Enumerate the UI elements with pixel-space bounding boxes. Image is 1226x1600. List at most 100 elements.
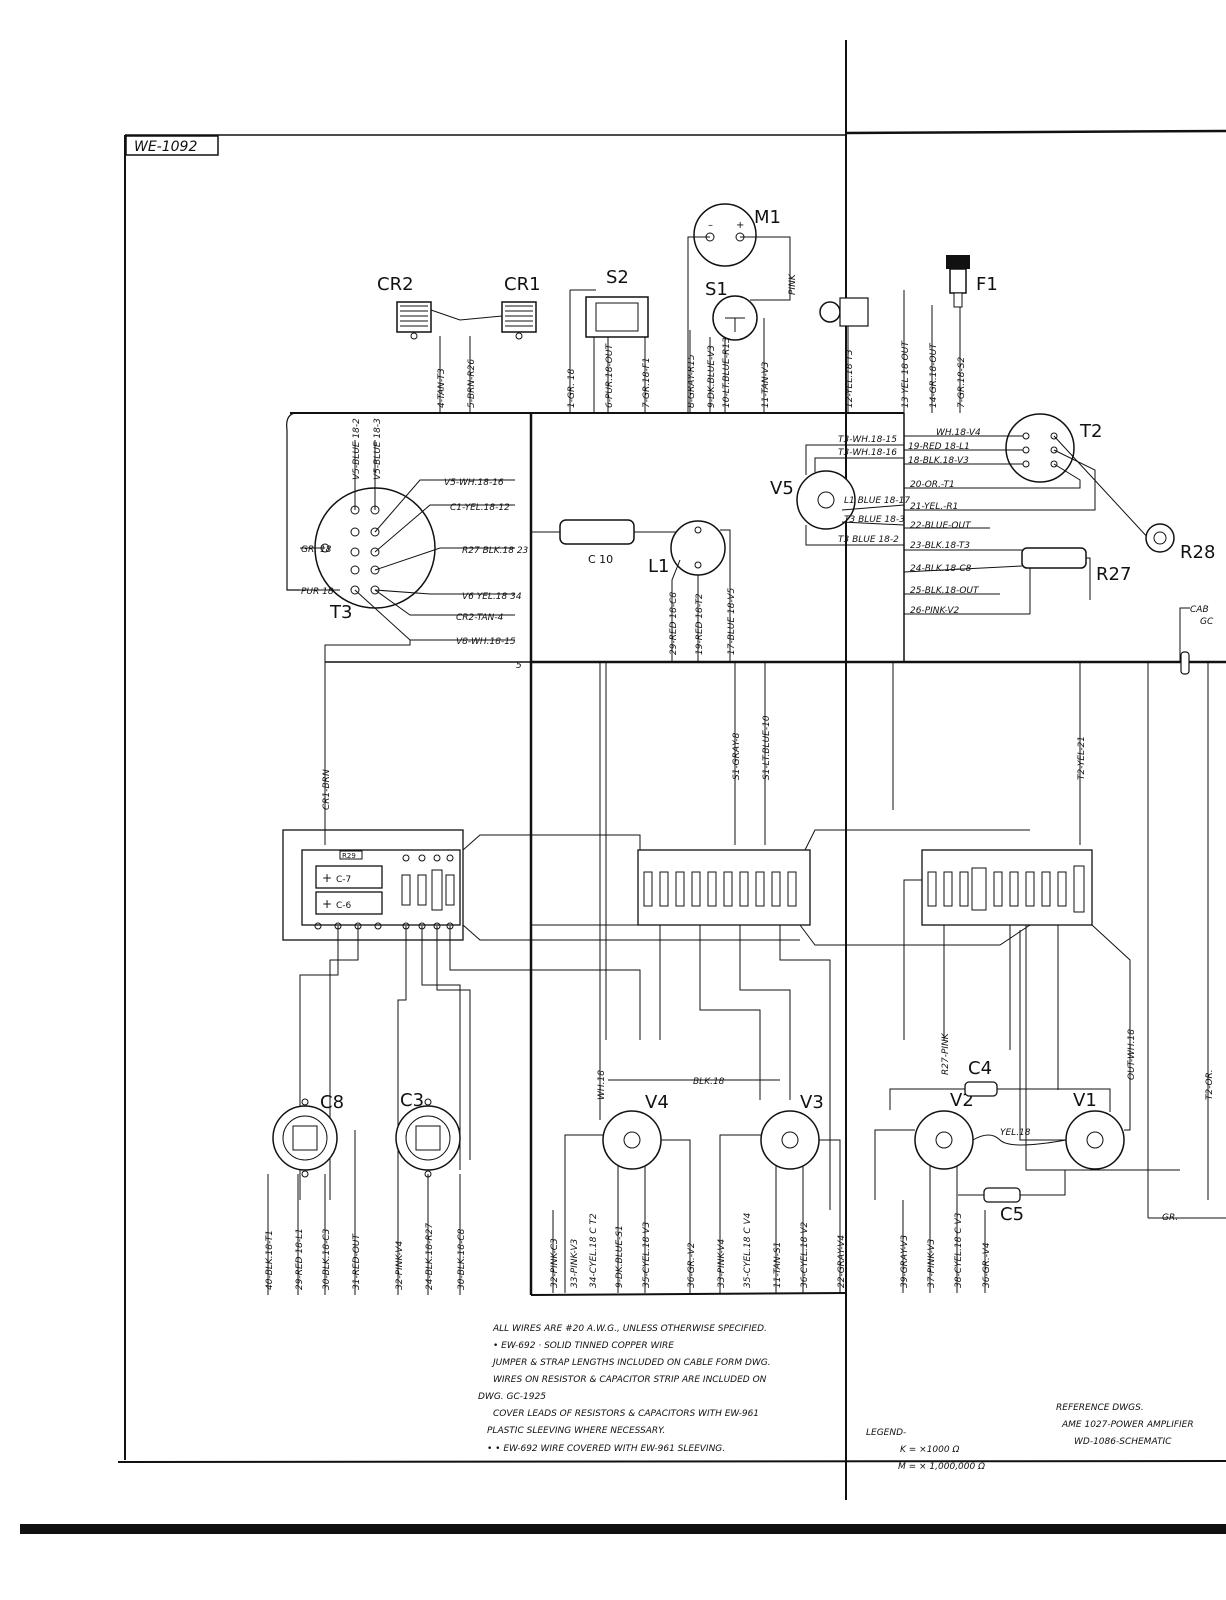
bm-wire-8: 35-CYEL.18 C V4 xyxy=(743,1212,753,1288)
grommet xyxy=(1180,651,1190,675)
top-wire-7: 7-GR.18-F1 xyxy=(642,357,652,408)
c10-capacitor xyxy=(531,519,680,545)
v5-wire-labels: T3-WH.18-15 T3-WH.18-16 L1 BLUE 18-17 T3… xyxy=(838,435,910,545)
t3-wire-4: V6 YEL.18 34 xyxy=(462,592,522,602)
s1-label: S1 xyxy=(705,279,728,300)
l1-choke xyxy=(670,520,731,662)
r27-pink-label: R27-PINK xyxy=(941,1032,951,1075)
legend-title: LEGEND- xyxy=(866,1428,906,1438)
v1-label: V1 xyxy=(1073,1090,1097,1111)
br-wire-3: 38-CYEL.18 C V3 xyxy=(954,1212,964,1288)
v5-wire-5: T3 BLUE 18-2 xyxy=(838,535,899,545)
m1-label: M1 xyxy=(754,207,781,228)
v3-label: V3 xyxy=(800,1092,824,1113)
reference-title: REFERENCE DWGS. xyxy=(1056,1403,1144,1413)
terminal-strip-left: + + xyxy=(282,829,464,941)
t2-wire-lines xyxy=(903,527,1030,615)
cable-label: CAB xyxy=(1190,605,1209,615)
l1-label: L1 xyxy=(648,556,669,577)
out-wh18-label: OUT-WH.18 xyxy=(1127,1029,1137,1080)
t3-transformer xyxy=(300,440,515,662)
t2-wire-7: 23-BLK.18-T3 xyxy=(910,541,970,551)
top-wire-10: 10-LT.BLUE-R13 xyxy=(722,337,732,408)
v2-tube-socket xyxy=(874,1110,974,1210)
top-vertical-wires xyxy=(439,290,961,413)
t2-wire-10: 26-PINK-V2 xyxy=(910,606,960,616)
r28-potentiometer xyxy=(1145,523,1175,553)
top-wire-11: 11-TAN-V3 xyxy=(761,361,771,408)
top-wire-7b: 7-GR.18-S2 xyxy=(957,357,967,408)
bus-wire-5: CR1-BRN xyxy=(322,769,332,810)
t3-side-1: V5-BLUE 18-2 xyxy=(352,418,362,480)
bus-wire-labels: 5 S1-GRAY-8 S1-LT.BLUE-10 T2-YEL-21 CR1-… xyxy=(322,661,1087,810)
bl-wire-4: 31-RED-OUT xyxy=(352,1233,362,1290)
t2-wire-3: 18-BLK.18-V3 xyxy=(908,456,969,466)
v5-wire-4: T3 BLUE 18-3 xyxy=(844,515,905,525)
r27-label: R27 xyxy=(1096,564,1131,585)
bm-wire-3: 34-CYEL.18 C T2 xyxy=(589,1213,599,1288)
t3-wire-1: V5-WH.18-16 xyxy=(444,478,504,488)
v3-tube-socket xyxy=(719,1110,841,1210)
bm-wire-2: 33-PINK-V3 xyxy=(570,1238,580,1288)
v5-wire-3: L1 BLUE 18-17 xyxy=(844,496,910,506)
svg-text:+: + xyxy=(736,220,744,231)
top-wire-5: 5-BRN-R26 xyxy=(467,359,477,408)
bottom-edge-bar xyxy=(20,1524,1226,1534)
t2-wire-5: 21-YEL.-R1 xyxy=(910,502,958,512)
t2-wire-1: WH.18-V4 xyxy=(936,428,981,438)
note-6: COVER LEADS OF RESISTORS & CAPACITORS WI… xyxy=(493,1409,759,1419)
v4-tube-socket xyxy=(564,1110,691,1210)
v4-label: V4 xyxy=(645,1092,669,1113)
top-wire-12: 12-YEL.18 T3 xyxy=(845,349,855,408)
r29-label: R29 xyxy=(342,852,356,860)
legend: LEGEND- K = ×1000 Ω M = × 1,000,000 Ω xyxy=(866,1428,985,1472)
bus-wire-3: S1-LT.BLUE-10 xyxy=(762,715,772,780)
t2-wire-labels: WH.18-V4 19-RED 18-L1 18-BLK.18-V3 20-OR… xyxy=(908,428,981,616)
l1-wire-labels: 29-RED 18-C8 19-RED 18-T2 17-BLUE 18-V5 xyxy=(669,587,737,655)
top-wire-13: 13 YEL 18 OUT xyxy=(901,340,911,408)
top-wire-8: 8-GRAY-R15 xyxy=(687,354,697,408)
bm-wire-1: 32-PINK-C3 xyxy=(550,1238,560,1288)
t3-wire-2: C1-YEL.18-12 xyxy=(450,503,510,513)
c10-label: C 10 xyxy=(588,553,613,566)
bl-wire-7: 30-BLK.18-C8 xyxy=(457,1228,467,1290)
bm-wire-10: 36-CYEL.18 V2 xyxy=(800,1221,810,1288)
top-wire-6: 6-PUR.18-OUT xyxy=(605,343,615,408)
legend-k: K = ×1000 Ω xyxy=(900,1445,959,1455)
v5-label: V5 xyxy=(770,478,794,499)
general-notes: ALL WIRES ARE #20 A.W.G., UNLESS OTHERWI… xyxy=(478,1324,771,1454)
bus-wire-1: 5 xyxy=(516,661,522,671)
pink-label: PINK xyxy=(788,273,798,295)
c6-label: C-6 xyxy=(336,901,352,911)
bl-wire-5: 32-PINK-V4 xyxy=(395,1240,405,1290)
cr2-rectifier xyxy=(396,301,432,340)
bottom-wire-drops xyxy=(267,1130,986,1295)
svg-text:–: – xyxy=(708,220,713,231)
l1-wire-3: 17-BLUE 18-V5 xyxy=(727,587,737,655)
drawing-id: WE-1092 xyxy=(134,139,197,155)
t2-wire-6: 22-BLUE-OUT xyxy=(910,521,972,531)
bm-wire-9: 11-TAN-S1 xyxy=(773,1242,783,1288)
r28-label: R28 xyxy=(1180,542,1215,563)
top-wire-4: 4-TAN-T3 xyxy=(437,368,447,408)
reference-line-2: WD-1086-SCHEMATIC xyxy=(1074,1437,1172,1447)
bus-wire-4: T2-YEL-21 xyxy=(1077,736,1087,780)
v5-wire-2: T3-WH.18-16 xyxy=(838,448,897,458)
t2-wire-8: 24-BLK.18-C8 xyxy=(910,564,972,574)
yel18-label: YEL.18 xyxy=(1000,1128,1031,1138)
bm-wire-11: 22-GRAY-V4 xyxy=(837,1235,847,1288)
bm-wire-5: 35-CYEL.18 V3 xyxy=(642,1221,652,1288)
bl-wire-6: 24-BLK.18-R27 xyxy=(425,1223,435,1290)
sheet-border xyxy=(20,40,1226,1534)
s1-switch xyxy=(712,295,758,341)
bus-drop-wires xyxy=(324,661,1209,1200)
t3-side-4: PUR 18 xyxy=(301,587,334,597)
note-7: PLASTIC SLEEVING WHERE NECESSARY. xyxy=(487,1426,665,1436)
f1-fuse-holder xyxy=(946,255,970,308)
terminal-strip-middle xyxy=(462,829,1030,946)
t2-wire-9: 25-BLK.18-OUT xyxy=(910,586,980,596)
blk18-label: BLK.18 xyxy=(693,1077,725,1087)
t3-wire-3: R27 BLK.18 23 xyxy=(462,546,529,556)
br-wire-2: 37-PINK-V3 xyxy=(927,1238,937,1288)
t3-wire-6: V8-WH.18-15 xyxy=(456,637,516,647)
